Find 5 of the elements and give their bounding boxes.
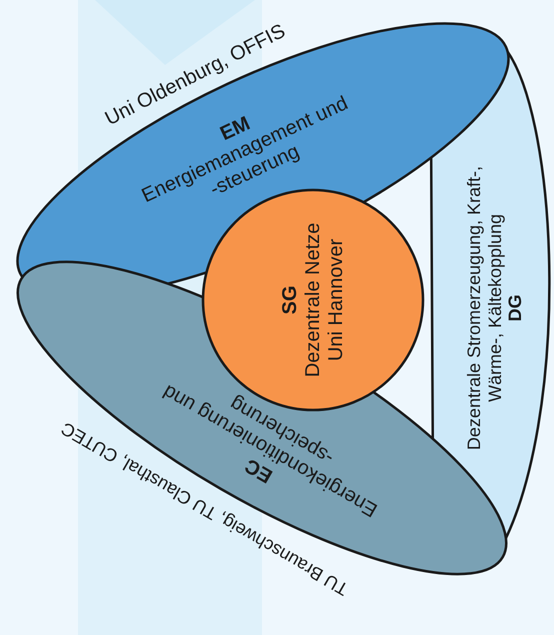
node-label: Dezentrale Netze bbox=[302, 222, 324, 378]
node-label: Dezentrale Stromerzeugung, Kraft-, Wärme-, Kältekopplung bbox=[464, 164, 506, 452]
abbreviation-label: DG bbox=[505, 294, 526, 322]
abbreviation-label: SG bbox=[278, 286, 302, 314]
node-label: Uni Hannover bbox=[324, 238, 348, 362]
